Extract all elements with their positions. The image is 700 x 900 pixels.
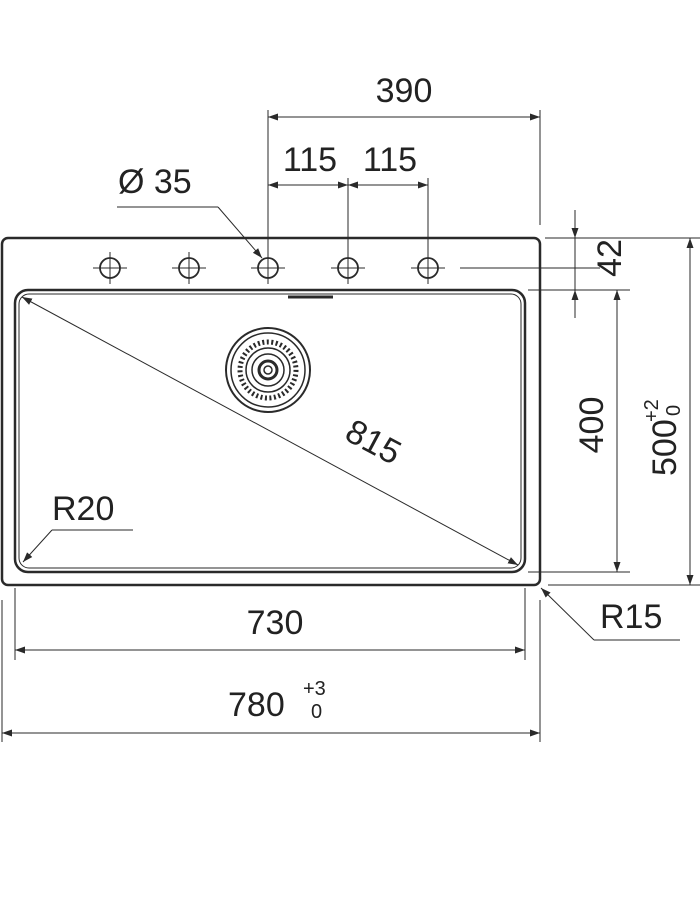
tap-hole-icon: [93, 252, 127, 284]
top-span-dimension: 390: [267, 72, 541, 252]
deck-depth-label: 42: [591, 239, 629, 277]
hole-spacing-label-1: 115: [283, 141, 337, 179]
overall-width-label: 780: [228, 686, 285, 724]
overall-width-tol-upper: +3: [303, 678, 326, 700]
overall-width-tol-lower: 0: [311, 701, 322, 723]
tap-hole-icon: [411, 252, 445, 284]
overall-depth-dimension: 500 +2 0: [548, 237, 700, 586]
overall-width-dimension: 780 +3 0: [1, 600, 541, 742]
deck-depth-dimension: 42: [460, 210, 629, 318]
bowl-width-label: 730: [247, 604, 304, 642]
bowl-radius-leader: R20: [22, 490, 133, 563]
sink-outer-outline: [0, 236, 542, 587]
bowl-inner-outline: [18, 293, 522, 569]
bowl-width-dimension: 730: [14, 588, 526, 660]
bowl-depth-label: 400: [573, 397, 611, 454]
hole-spacing-dimension: 115 115: [268, 141, 429, 252]
bowl-outline: [13, 288, 527, 574]
tap-hole-icon: [331, 252, 365, 284]
bowl-diagonal-label: 815: [339, 412, 407, 472]
overall-depth-tol-lower: 0: [663, 405, 685, 416]
top-span-label: 390: [376, 72, 433, 110]
hole-diameter-label: Ø 35: [118, 163, 192, 201]
overall-depth-label: 500: [646, 419, 684, 476]
bowl-depth-dimension: 400: [528, 289, 630, 573]
tap-hole-icon: [251, 252, 285, 284]
drain-strainer-icon: [225, 327, 311, 413]
outer-radius-label: R15: [600, 598, 662, 636]
tap-hole-icon: [172, 252, 206, 284]
hole-spacing-label-2: 115: [363, 141, 417, 179]
bowl-radius-label: R20: [52, 490, 114, 528]
overall-depth-tol-upper: +2: [641, 399, 663, 422]
outer-radius-leader: R15: [540, 587, 680, 641]
hole-diameter-leader: Ø 35: [117, 163, 263, 259]
